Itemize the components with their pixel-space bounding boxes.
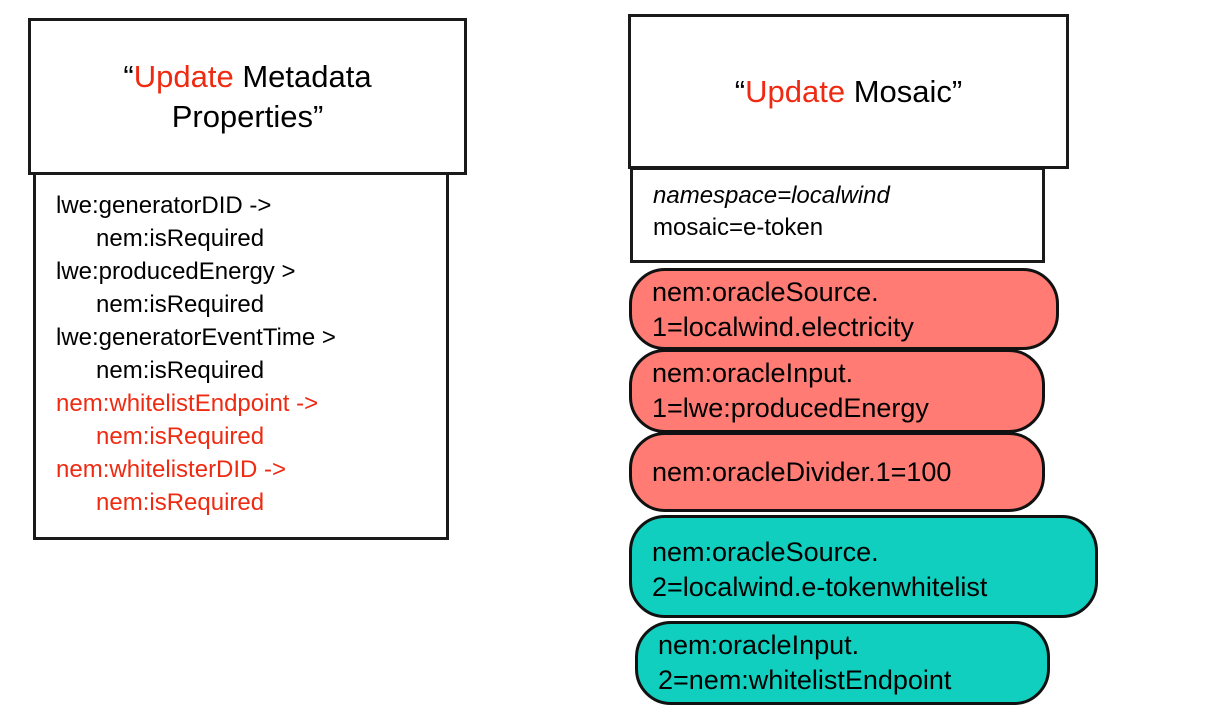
metadata-properties-box: lwe:generatorDID -> nem:isRequired lwe:p… xyxy=(33,172,449,540)
oracle-source-1-pill: nem:oracleSource. 1=localwind.electricit… xyxy=(629,268,1059,350)
property-value: nem:isRequired xyxy=(96,357,265,384)
mosaic-value: mosaic=e-token xyxy=(653,214,824,241)
property-key: lwe:generatorEventTime > xyxy=(56,324,336,351)
property-key-highlighted: nem:whitelistEndpoint -> xyxy=(56,390,319,417)
property-value: nem:isRequired xyxy=(96,225,265,252)
namespace-value: namespace=localwind xyxy=(653,182,890,209)
metadata-title-line-1: “Update Metadata xyxy=(123,58,372,94)
property-key-highlighted: nem:whitelisterDID -> xyxy=(56,456,287,483)
metadata-title-line-2: Properties” xyxy=(171,98,324,134)
property-value-highlighted: nem:isRequired xyxy=(96,489,265,516)
mosaic-title-box: “Update Mosaic” xyxy=(628,14,1069,169)
oracle-divider-1-pill: nem:oracleDivider.1=100 xyxy=(629,432,1045,512)
property-key: lwe:generatorDID -> xyxy=(56,192,272,219)
update-keyword: Update xyxy=(745,73,846,109)
update-keyword: Update xyxy=(133,58,234,94)
metadata-title-box: “Update Metadata Properties” xyxy=(28,18,467,175)
oracle-input-2-pill: nem:oracleInput. 2=nem:whitelistEndpoint xyxy=(635,621,1050,705)
oracle-source-2-pill: nem:oracleSource. 2=localwind.e-tokenwhi… xyxy=(629,515,1098,618)
mosaic-title: “Update Mosaic” xyxy=(734,73,963,109)
property-key: lwe:producedEnergy > xyxy=(56,258,296,285)
oracle-input-1-pill: nem:oracleInput. 1=lwe:producedEnergy xyxy=(629,349,1045,433)
namespace-box: namespace=localwind mosaic=e-token xyxy=(630,167,1045,263)
property-value-highlighted: nem:isRequired xyxy=(96,423,265,450)
property-value: nem:isRequired xyxy=(96,291,265,318)
